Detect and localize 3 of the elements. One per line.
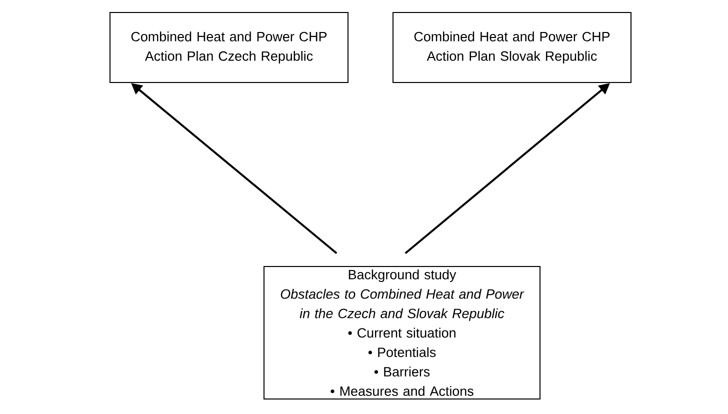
plan-box: Combined Heat and Power CHP Action Plan Slovak Republic [392, 12, 632, 83]
plan-box: Combined Heat and Power CHP Action Plan Czech Republic [110, 12, 348, 83]
study-box: Background study Obstacles to Combined Heat and Power in the Czech and Slovak Republic • Current situation • Potentials • Barriers • Measures and Actions [264, 266, 540, 400]
